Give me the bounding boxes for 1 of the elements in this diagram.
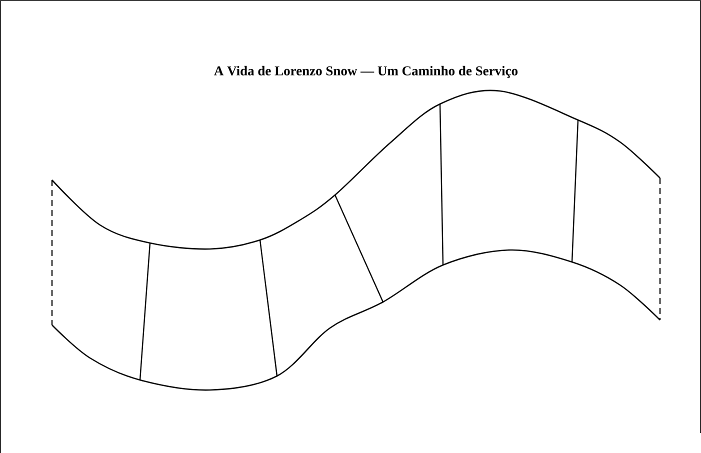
title: A Vida de Lorenzo Snow — Um Caminho de Serviço bbox=[214, 66, 518, 78]
